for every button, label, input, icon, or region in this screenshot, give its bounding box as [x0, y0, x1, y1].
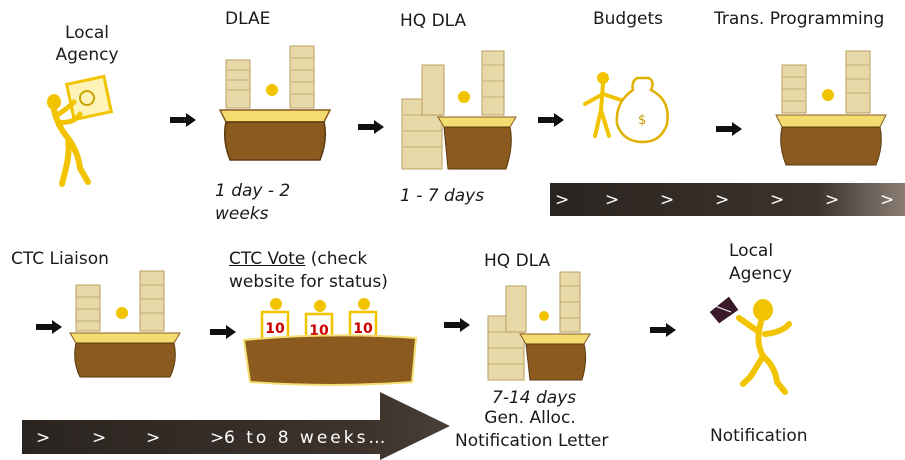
timeline-band-top: > > > > > > >: [550, 183, 905, 216]
notification-label: Notification: [710, 426, 808, 446]
timeline-band-bottom: > > > > 6 to 8 weeks…: [22, 392, 450, 460]
local-agency-label-text: Agency: [55, 45, 119, 65]
ctc-vote-label: CTC Vote (check: [229, 248, 367, 270]
band-chevron: >: [36, 428, 51, 448]
band-duration-text: 6 to 8 weeks…: [224, 428, 389, 448]
trans-programming-label: Trans. Programming: [714, 9, 885, 29]
person-with-envelope-icon: [705, 292, 805, 406]
band-chevron: >: [715, 190, 730, 210]
svg-text:$: $: [638, 113, 646, 128]
voting-judges-icon: 10 10 10: [240, 296, 422, 392]
local-agency-label-bottom-1: Local: [729, 241, 774, 261]
arrow-right-icon: [538, 113, 564, 127]
arrow-right-icon: [210, 325, 236, 339]
desk-with-paper-stacks-icon: [66, 265, 184, 389]
vote-card-score: 10: [353, 321, 373, 337]
dlae-time-2: weeks: [215, 204, 269, 224]
arrow-right-icon: [36, 320, 62, 334]
arrow-right-icon: [716, 122, 742, 136]
gen-alloc-label: Gen. Alloc.: [484, 408, 576, 428]
local-agency-label-text: Local: [64, 23, 110, 43]
hq-dla-label-bottom: HQ DLA: [484, 251, 551, 271]
person-holding-sign-icon: [40, 72, 120, 196]
desk-with-paper-stacks-icon: [398, 45, 518, 184]
dlae-label: DLAE: [225, 9, 271, 29]
ctc-liaison-label: CTC Liaison: [11, 249, 109, 269]
money-bag-icon: $: [575, 60, 685, 154]
band-chevron: >: [210, 428, 225, 448]
band-chevron: >: [825, 190, 840, 210]
budgets-label: Budgets: [593, 9, 664, 29]
envelope-icon: [708, 295, 740, 325]
arrow-right-icon: [170, 113, 196, 127]
band-chevron: >: [660, 190, 675, 210]
hq-dla-time-bottom: 7-14 days: [492, 388, 577, 408]
band-chevron: >: [605, 190, 620, 210]
arrow-right-icon: [358, 120, 384, 134]
band-chevron: >: [555, 190, 570, 210]
ctc-vote-rest-1: (check: [305, 249, 368, 269]
band-chevron: >: [146, 428, 161, 448]
band-chevron: >: [880, 190, 895, 210]
dlae-time-1: 1 day - 2: [215, 181, 291, 201]
vote-card-score: 10: [265, 321, 285, 337]
desk-with-paper-stacks-icon: [216, 40, 334, 174]
arrow-right-icon: [650, 323, 676, 337]
hq-dla-label-top: HQ DLA: [400, 11, 467, 31]
ctc-vote-rest-2: website for status): [229, 272, 388, 292]
ctc-vote-link[interactable]: CTC Vote: [229, 249, 306, 269]
band-chevron: >: [770, 190, 785, 210]
local-agency-label-bottom-2: Agency: [729, 264, 793, 284]
desk-with-paper-stacks-icon: [484, 268, 592, 392]
band-chevron: >: [92, 428, 107, 448]
desk-with-paper-stacks-icon: [770, 45, 890, 179]
notification-letter-label: Notification Letter: [455, 431, 609, 451]
arrow-right-icon: [444, 318, 470, 332]
hq-dla-time-top: 1 - 7 days: [400, 186, 485, 206]
